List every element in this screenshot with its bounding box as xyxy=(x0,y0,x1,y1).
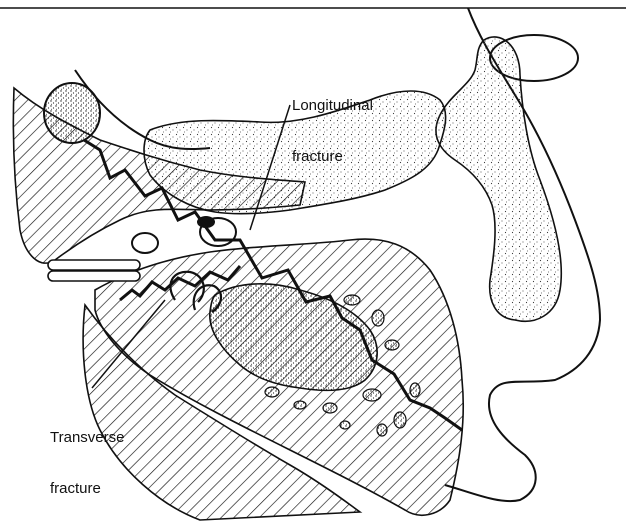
longitudinal-label-line2: fracture xyxy=(292,148,373,165)
canal-skin xyxy=(436,37,561,321)
sinus-oval xyxy=(44,83,100,143)
longitudinal-fracture-label: Longitudinal fracture xyxy=(292,63,373,182)
transverse-label-line1: Transverse xyxy=(50,429,124,446)
internal-canal-tubes xyxy=(48,260,140,281)
incus xyxy=(132,233,158,253)
transverse-label-line2: fracture xyxy=(50,480,124,497)
longitudinal-label-line1: Longitudinal xyxy=(292,97,373,114)
transverse-fracture-label: Transverse fracture xyxy=(50,395,124,514)
